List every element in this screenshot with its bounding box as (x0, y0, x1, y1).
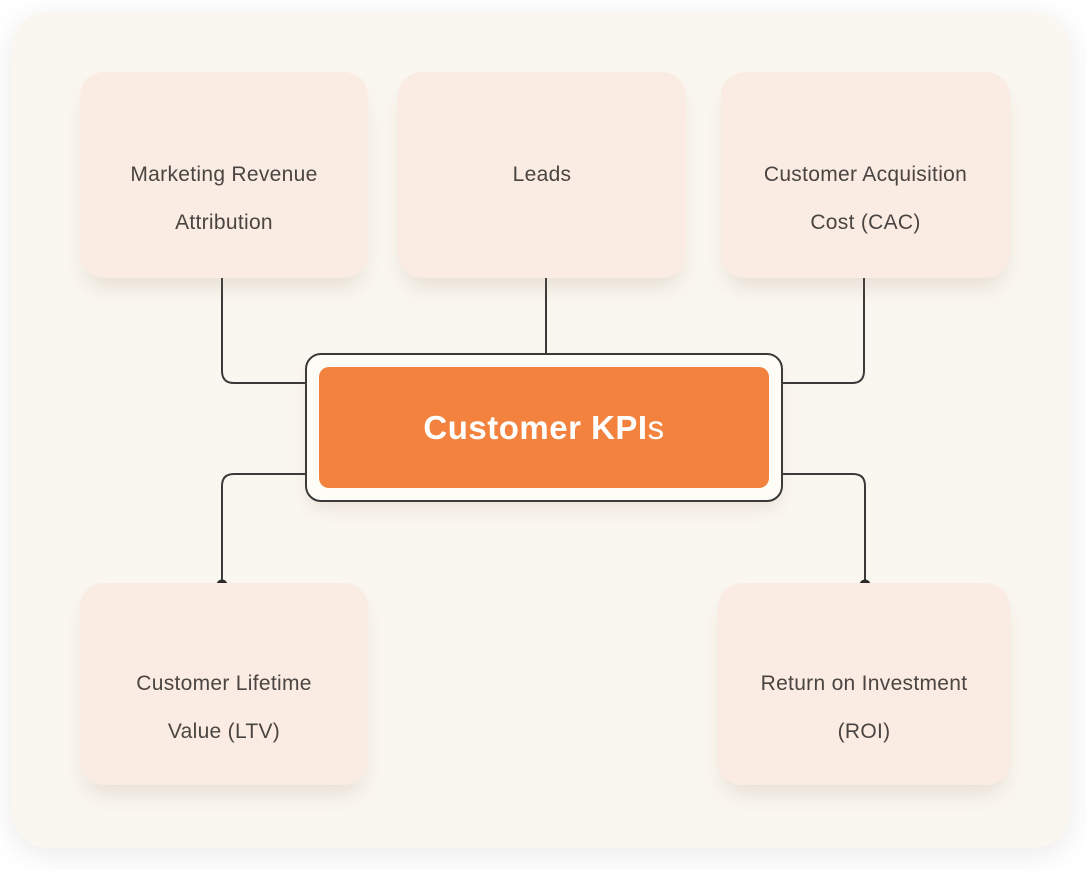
node-label-line: Value (LTV) (167, 720, 281, 743)
center-node-label: Customer KPI (423, 408, 648, 446)
node-customer-acquisition-cost[interactable]: Customer Acquisition Cost (CAC) (721, 72, 1010, 278)
center-node-label-suffix: s (647, 408, 665, 446)
node-label-line: Customer Lifetime (136, 672, 312, 695)
node-marketing-revenue-attribution[interactable]: Marketing Revenue Attribution (80, 72, 368, 278)
node-label-line: (ROI) (837, 720, 891, 743)
node-return-on-investment[interactable]: Return on Investment (ROI) (718, 583, 1010, 785)
node-label: Leads (398, 151, 686, 199)
node-label-line: Marketing Revenue (130, 163, 318, 186)
node-label: Customer Lifetime Value (LTV) (80, 660, 368, 756)
node-label-line: Attribution (175, 211, 273, 234)
node-label-line: Cost (CAC) (810, 211, 921, 234)
node-label: Customer Acquisition Cost (CAC) (721, 151, 1010, 247)
node-label: Marketing Revenue Attribution (80, 151, 368, 247)
node-customer-lifetime-value[interactable]: Customer Lifetime Value (LTV) (80, 583, 368, 785)
node-label-line: Leads (512, 163, 572, 186)
node-label-line: Customer Acquisition (763, 163, 968, 186)
node-label: Return on Investment (ROI) (718, 660, 1010, 756)
node-leads[interactable]: Leads (398, 72, 686, 278)
node-label-line: Return on Investment (760, 672, 968, 695)
